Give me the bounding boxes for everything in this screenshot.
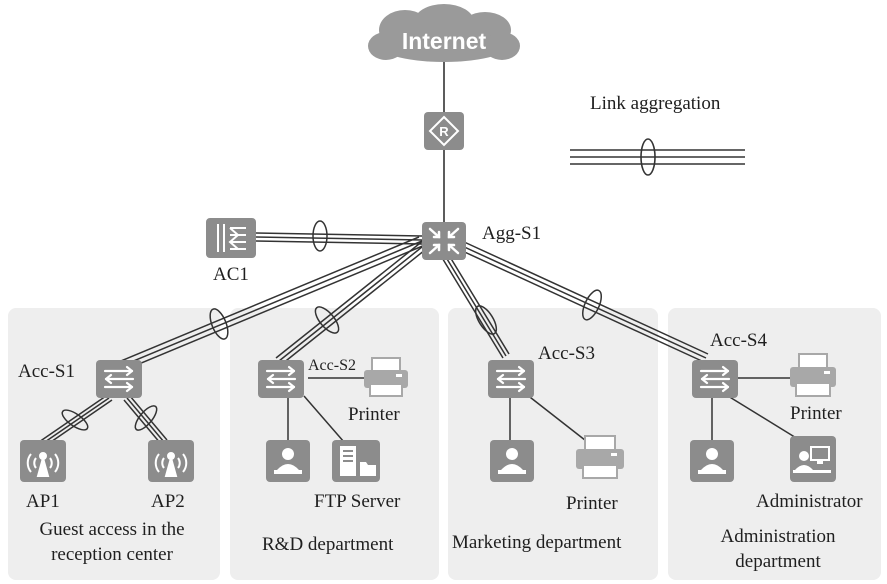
acc-s2-server-link — [303, 395, 345, 443]
acc-s1-label: Acc-S1 — [18, 361, 75, 382]
acc-s2-label: Acc-S2 — [308, 357, 356, 374]
internet-label: Internet — [401, 28, 487, 54]
acc-s4-switch-icon — [692, 360, 738, 398]
legend-link-aggregation-symbol — [570, 149, 745, 165]
agg-acc-s3-lag-ring — [474, 305, 498, 335]
ac1-agg-link — [255, 232, 423, 245]
ftp-server-label: FTP Server — [314, 491, 401, 512]
acc-s2-switch-icon — [258, 360, 304, 398]
acc-s1-ap2-lag-ring — [134, 405, 158, 431]
acc-s1-switch-icon — [96, 360, 142, 398]
acc-s1-ap1-link — [38, 395, 113, 447]
acc-s3-label: Acc-S3 — [538, 343, 595, 364]
rd-pc-icon — [266, 440, 310, 482]
agg-acc-s2-link — [275, 239, 431, 365]
ftp-server-icon — [332, 440, 380, 482]
agg-acc-s4-lag-ring — [581, 289, 603, 321]
marketing-pc-icon — [490, 440, 534, 482]
agg-acc-s2-lag-ring — [314, 306, 340, 334]
administrator-label: Administrator — [756, 491, 863, 512]
agg-acc-s1-lag-ring — [209, 308, 229, 340]
ap1-label: AP1 — [26, 491, 60, 512]
acc-s3-switch-icon — [488, 360, 534, 398]
marketing-area — [448, 308, 658, 580]
rd-printer-label: Printer — [348, 404, 400, 425]
administration-department-label: Administration department — [720, 526, 836, 572]
administrator-icon — [790, 436, 836, 482]
ac1-label: AC1 — [213, 264, 249, 285]
acc-s1-ap2-link — [123, 395, 168, 445]
ap2-label: AP2 — [151, 491, 185, 512]
router-icon: R — [424, 112, 464, 150]
ap2-access-point-icon — [148, 440, 194, 482]
ac1-controller-icon — [206, 218, 256, 258]
internet-cloud-icon — [368, 4, 520, 62]
acc-s4-label: Acc-S4 — [710, 330, 767, 351]
guest-department-label: Guest access in the reception center — [39, 519, 185, 565]
agg-s1-switch-icon — [422, 222, 466, 260]
link-aggregation-label: Link aggregation — [590, 93, 721, 114]
admin-printer-label: Printer — [790, 403, 842, 424]
acc-s3-printer-link — [525, 393, 591, 445]
acc-s1-ap1-lag-ring — [61, 409, 89, 431]
ap1-access-point-icon — [20, 440, 66, 482]
agg-acc-s3-link — [440, 251, 510, 359]
agg-acc-s4-link — [457, 240, 709, 363]
legend-lag-ring — [640, 138, 656, 176]
marketing-department-label: Marketing department — [452, 532, 622, 553]
ac1-agg-lag-ring — [312, 220, 328, 252]
agg-acc-s1-link — [115, 236, 426, 372]
agg-s1-label: Agg-S1 — [482, 223, 542, 244]
rd-printer-icon — [362, 356, 410, 398]
marketing-printer-icon — [574, 434, 626, 480]
administration-pc-icon — [690, 440, 734, 482]
marketing-printer-label: Printer — [566, 493, 618, 514]
svg-text:R: R — [439, 124, 449, 139]
admin-printer-icon — [788, 352, 838, 398]
rd-department-label: R&D department — [262, 534, 394, 555]
